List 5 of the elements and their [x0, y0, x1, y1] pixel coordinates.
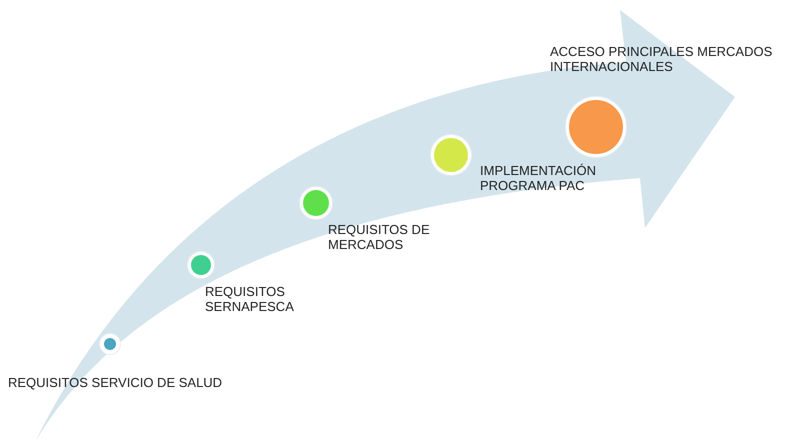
milestone-label: ACCESO PRINCIPALES MERCADOS INTERNACIONALES	[550, 44, 774, 74]
milestone-label: REQUISITOS SERNAPESCA	[205, 284, 295, 314]
milestone-label: REQUISITOS SERVICIO DE SALUD	[8, 375, 224, 390]
milestone-label: REQUISITOS DE MERCADOS	[328, 222, 431, 252]
milestone-label: IMPLEMENTACIÓN PROGRAMA PAC	[480, 163, 598, 193]
